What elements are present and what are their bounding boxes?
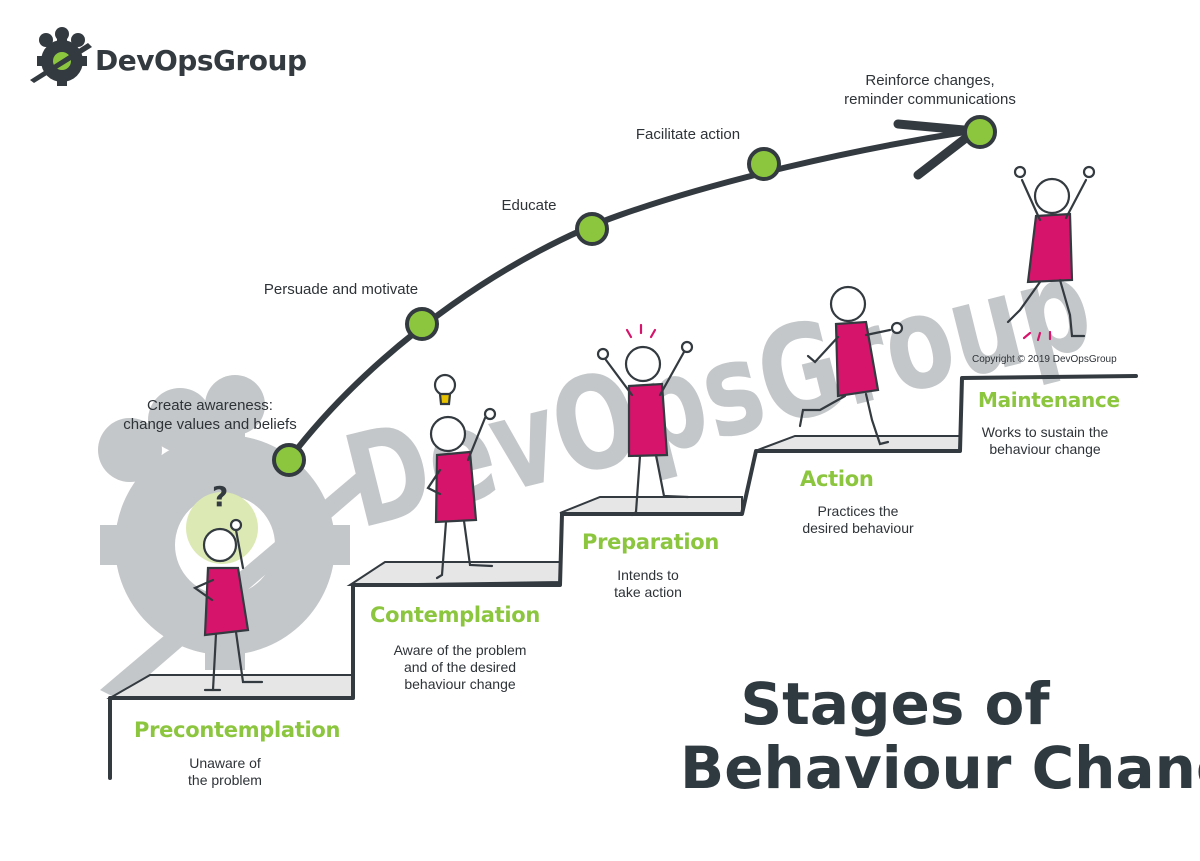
figure-preparation: [596, 323, 694, 517]
caption-reinforce: Reinforce changes, reminder communicatio…: [820, 71, 1040, 109]
caption-line: Create awareness:: [147, 397, 273, 414]
title-line-2: Behaviour Change: [680, 734, 1200, 802]
stage-desc-maintenance: Works to sustain the behaviour change: [965, 424, 1125, 458]
desc-line: Practices the: [817, 503, 899, 519]
page-title: Stages of Behaviour Change: [680, 670, 1200, 802]
question-mark-icon: ?: [212, 480, 228, 513]
staircase: [106, 374, 1138, 780]
desc-line: and of the desired: [403, 659, 517, 675]
progress-arrow: [272, 115, 997, 477]
brand-name: DevOpsGroup: [95, 44, 307, 77]
desc-line: behaviour change: [989, 441, 1101, 457]
desc-line: Unaware of: [189, 755, 261, 771]
exclaim-marks-icon: [625, 323, 657, 339]
caption-facilitate: Facilitate action: [618, 125, 758, 144]
caption-line: Educate: [501, 197, 557, 214]
desc-line: Works to sustain the: [981, 424, 1109, 440]
caption-educate: Educate: [484, 196, 574, 215]
figures: ?: [186, 165, 1096, 692]
title-line-1: Stages of: [740, 670, 1050, 738]
milestone-dot-5: [963, 115, 997, 149]
lightbulb-icon: [433, 373, 457, 397]
devopsgroup-logo-icon: [30, 27, 92, 86]
caption-awareness: Create awareness: change values and beli…: [100, 396, 320, 434]
desc-line: Aware of the problem: [393, 642, 527, 658]
copyright-notice: Copyright © 2019 DevOpsGroup: [972, 354, 1117, 365]
caption-line: Persuade and motivate: [263, 281, 419, 298]
stage-name-action: Action: [800, 467, 874, 491]
desc-line: behaviour change: [404, 676, 516, 692]
figure-action: [798, 285, 904, 446]
desc-line: desired behaviour: [802, 520, 914, 536]
stage-desc-action: Practices the desired behaviour: [773, 503, 943, 537]
stage-desc-preparation: Intends to take action: [578, 567, 718, 601]
milestone-dot-4: [747, 147, 781, 181]
stage-name-precontemplation: Precontemplation: [134, 718, 341, 742]
caption-line: Reinforce changes,: [865, 72, 995, 89]
stage-desc-precontemplation: Unaware of the problem: [150, 755, 300, 789]
figure-precontemplation: ?: [186, 480, 264, 692]
milestone-dot-2: [405, 307, 439, 341]
caption-line: Facilitate action: [635, 126, 741, 143]
desc-line: the problem: [188, 772, 262, 788]
milestone-dot-3: [575, 212, 609, 246]
stage-name-maintenance: Maintenance: [978, 388, 1120, 412]
caption-line: reminder communications: [844, 91, 1016, 108]
desc-line: Intends to: [617, 567, 679, 583]
caption-line: change values and beliefs: [123, 416, 297, 433]
watermark: DevOpsGroup: [98, 230, 1105, 700]
stage-name-preparation: Preparation: [582, 530, 720, 554]
figure-contemplation: [426, 373, 497, 580]
stage-desc-contemplation: Aware of the problem and of the desired …: [375, 642, 545, 693]
figure-maintenance: [1006, 165, 1096, 342]
milestone-dot-1: [272, 443, 306, 477]
stage-name-contemplation: Contemplation: [370, 603, 541, 627]
desc-line: take action: [614, 584, 682, 600]
caption-persuade: Persuade and motivate: [246, 280, 436, 299]
